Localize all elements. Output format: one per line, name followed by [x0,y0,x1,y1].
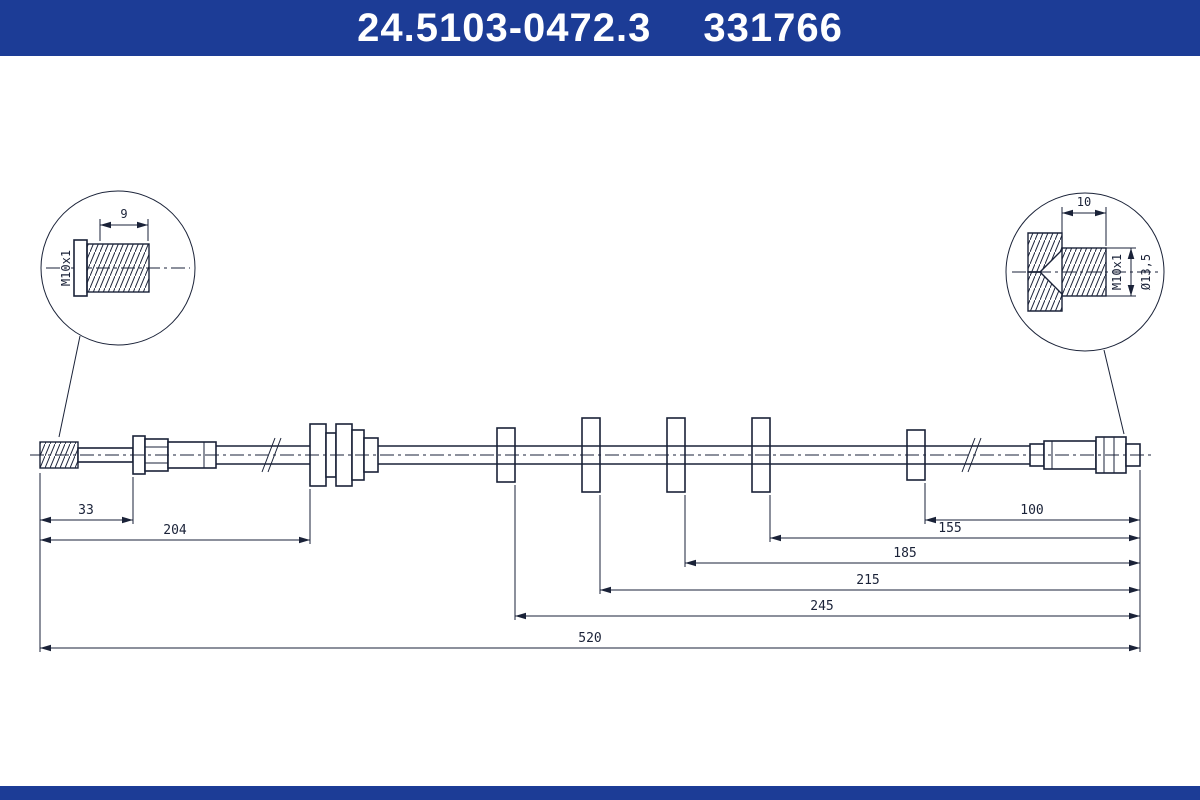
dim-33: 33 [40,503,133,524]
dim-215-label: 215 [856,573,879,588]
detail-view-left: 9 M10x1 [40,190,196,438]
dim-100: 100 [925,503,1140,524]
dimensions: 33 204 100 155 185 215 [39,470,1141,652]
dim-100-label: 100 [1020,503,1043,518]
hose-assembly [30,417,1155,493]
footer-bar [0,786,1200,800]
leader-line-left [58,335,81,438]
dim-520-label: 520 [578,631,601,646]
detail-view-right: 10 M10x1 Ø13,5 [1005,192,1165,435]
dim-155-label: 155 [938,521,961,536]
dim-520: 520 [40,631,1140,652]
dim-204: 204 [40,523,310,544]
detail-right-thread-label: M10x1 [1110,254,1124,290]
leader-line-right [1103,349,1125,435]
detail-right-diameter-label: Ø13,5 [1139,254,1153,290]
dim-215: 215 [600,573,1140,594]
dim-155: 155 [770,521,1140,542]
detail-right-dim-10: 10 [1061,195,1107,246]
dim-245: 245 [515,599,1140,620]
detail-right-length-label: 10 [1077,195,1091,209]
dim-185: 185 [685,546,1140,567]
dim-33-label: 33 [78,503,94,518]
detail-right-dim-diameter: Ø13,5 [1106,247,1153,297]
article-number: 331766 [703,5,843,50]
part-number: 24.5103-0472.3 [357,5,652,50]
detail-left-thread-label: M10x1 [59,250,73,286]
extension-lines [39,470,1141,652]
dim-185-label: 185 [893,546,916,561]
title-bar: 24.5103-0472.3 331766 [0,0,1200,56]
detail-left-length-label: 9 [120,207,127,221]
dim-204-label: 204 [163,523,187,538]
detail-left-dim-9: 9 [99,207,149,241]
dim-245-label: 245 [810,599,833,614]
